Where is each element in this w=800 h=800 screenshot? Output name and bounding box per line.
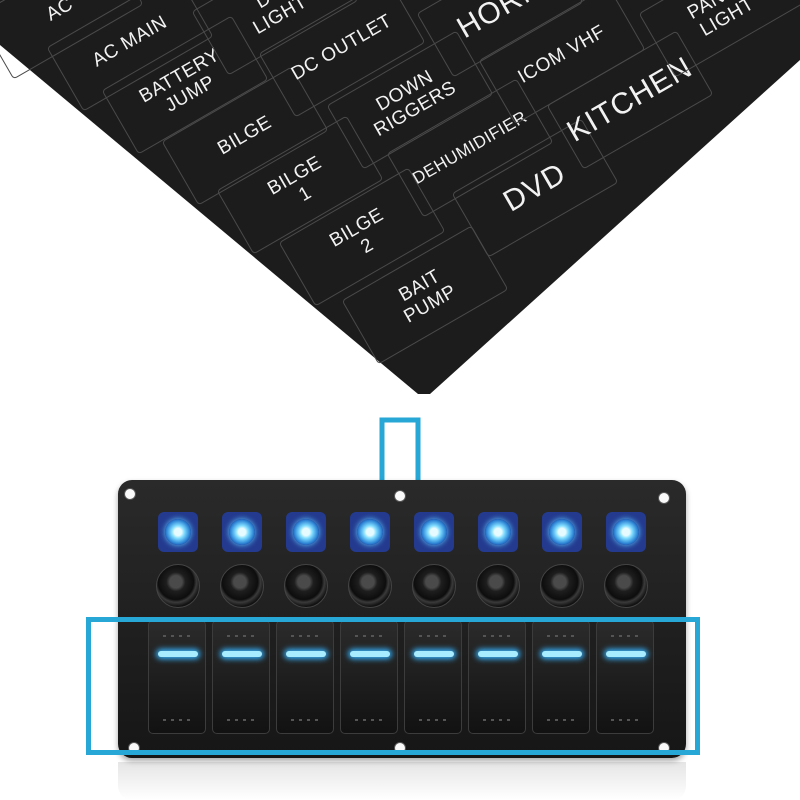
- sheet-background: [0, 0, 800, 394]
- breaker-knob[interactable]: [540, 564, 584, 608]
- breaker-knob[interactable]: [412, 564, 456, 608]
- texture-dots: [419, 635, 449, 637]
- texture-dots: [163, 635, 193, 637]
- usb-port-indicator: [542, 512, 582, 552]
- led-bar: [222, 651, 262, 657]
- usb-port-indicator: [350, 512, 390, 552]
- led-bar: [414, 651, 454, 657]
- rocker-switch[interactable]: [404, 620, 462, 734]
- switch-row-highlight-box: [86, 617, 700, 755]
- usb-port-indicator: [158, 512, 198, 552]
- texture-dots: [483, 719, 513, 721]
- rocker-switch[interactable]: [596, 620, 654, 734]
- breaker-knob[interactable]: [156, 564, 200, 608]
- led-bar: [542, 651, 582, 657]
- led-bar: [478, 651, 518, 657]
- panel-reflection: [118, 762, 686, 800]
- rocker-switch[interactable]: [340, 620, 398, 734]
- usb-port-indicator: [414, 512, 454, 552]
- glow-ring-icon: [613, 519, 639, 545]
- texture-dots: [611, 719, 641, 721]
- breaker-knob[interactable]: [284, 564, 328, 608]
- screw: [658, 492, 670, 504]
- label-sticker-sheet: AC AC MAIN BATTERY JUMP BILGE BILGE 1 BI…: [0, 0, 800, 394]
- led-bar: [286, 651, 326, 657]
- glow-ring-icon: [421, 519, 447, 545]
- glow-ring-icon: [293, 519, 319, 545]
- texture-dots: [227, 719, 257, 721]
- texture-dots: [291, 719, 321, 721]
- glow-ring-icon: [165, 519, 191, 545]
- breaker-knob[interactable]: [348, 564, 392, 608]
- glow-ring-icon: [485, 519, 511, 545]
- usb-port-indicator: [286, 512, 326, 552]
- rocker-switch[interactable]: [468, 620, 526, 734]
- screw: [124, 488, 136, 500]
- screw: [394, 490, 406, 502]
- breaker-knob[interactable]: [476, 564, 520, 608]
- texture-dots: [547, 635, 577, 637]
- led-bar: [606, 651, 646, 657]
- texture-dots: [483, 635, 513, 637]
- texture-dots: [291, 635, 321, 637]
- rocker-switch[interactable]: [148, 620, 206, 734]
- led-bar: [158, 651, 198, 657]
- led-bar: [350, 651, 390, 657]
- usb-port-indicator: [478, 512, 518, 552]
- glow-ring-icon: [357, 519, 383, 545]
- breaker-knob[interactable]: [604, 564, 648, 608]
- glow-ring-icon: [229, 519, 255, 545]
- texture-dots: [355, 719, 385, 721]
- breaker-knob[interactable]: [220, 564, 264, 608]
- texture-dots: [163, 719, 193, 721]
- texture-dots: [355, 635, 385, 637]
- usb-port-indicator: [606, 512, 646, 552]
- rocker-switch[interactable]: [212, 620, 270, 734]
- usb-port-indicator: [222, 512, 262, 552]
- texture-dots: [419, 719, 449, 721]
- glow-ring-icon: [549, 519, 575, 545]
- texture-dots: [611, 635, 641, 637]
- texture-dots: [547, 719, 577, 721]
- texture-dots: [227, 635, 257, 637]
